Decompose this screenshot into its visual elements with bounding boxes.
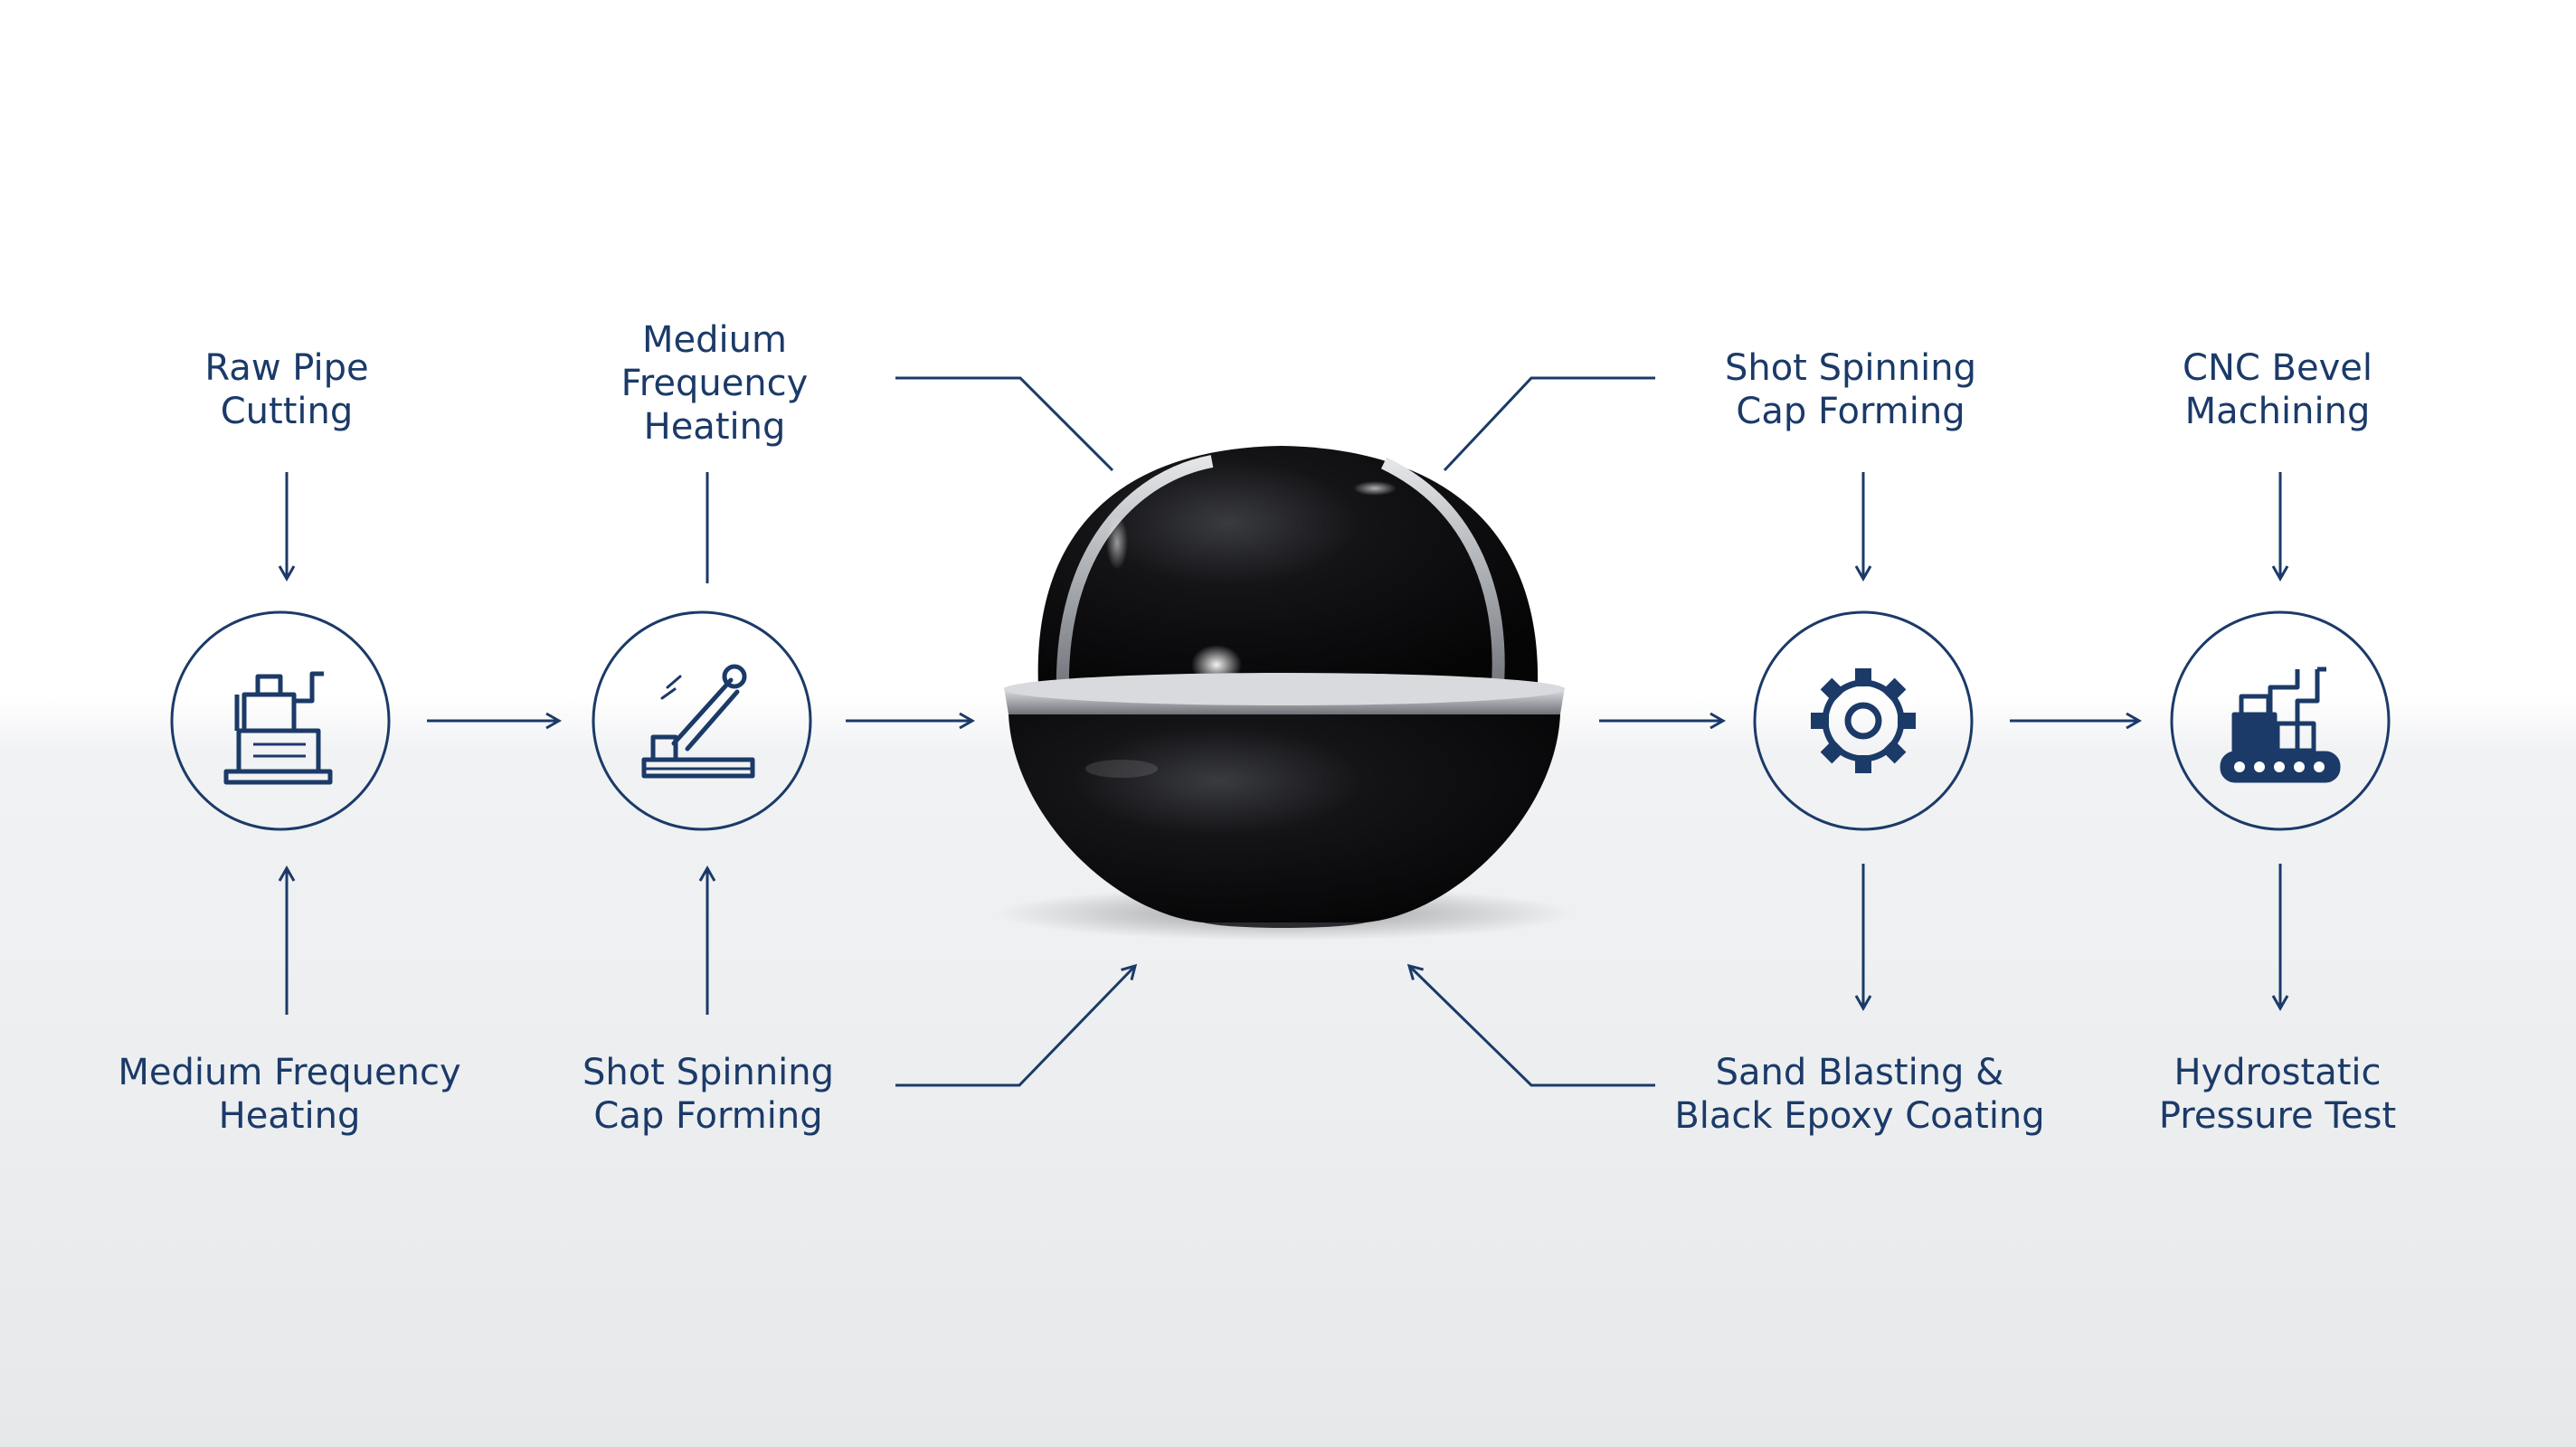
label-line: Medium Frequency xyxy=(118,1052,461,1093)
step-circle-3 xyxy=(1753,610,1974,831)
label-raw-pipe-cutting: Raw Pipe Cutting xyxy=(204,346,368,433)
gear-icon xyxy=(1811,668,1916,773)
cutting-machine-icon xyxy=(223,671,333,785)
top-arrows xyxy=(278,472,2289,583)
robotic-conveyor-icon xyxy=(2220,667,2341,783)
label-line: Shot Spinning xyxy=(582,1052,835,1093)
label-shot-spinning-cap-forming-top: Shot Spinning Cap Forming xyxy=(1725,346,1976,433)
label-line: Raw Pipe xyxy=(204,347,369,389)
leader-top-left xyxy=(895,376,1114,472)
label-line: Frequency xyxy=(620,363,809,404)
label-line: CNC Bevel xyxy=(2183,347,2372,389)
label-cnc-bevel-machining: CNC Bevel Machining xyxy=(2183,346,2372,433)
label-line: Machining xyxy=(2184,391,2371,432)
label-line: Sand Blasting & xyxy=(1715,1052,2004,1093)
label-line: Heating xyxy=(643,406,786,448)
leader-bottom-left xyxy=(895,963,1138,1087)
bottom-arrows xyxy=(278,864,2289,1015)
label-line: Cutting xyxy=(220,391,354,432)
leader-bottom-right xyxy=(1406,963,1655,1087)
label-line: Shot Spinning xyxy=(1724,347,1977,389)
label-sand-blasting-epoxy-coating: Sand Blasting & Black Epoxy Coating xyxy=(1674,1051,2044,1138)
step-circle-2 xyxy=(592,610,812,831)
step-circle-1 xyxy=(170,610,391,831)
label-line: Pressure Test xyxy=(2158,1095,2397,1137)
label-line: Black Epoxy Coating xyxy=(1674,1095,2045,1137)
pipe-cap-image xyxy=(995,446,1574,941)
step-circles xyxy=(170,610,2391,831)
label-line: Cap Forming xyxy=(593,1095,823,1137)
heating-torch-icon xyxy=(641,664,755,779)
label-line: Medium xyxy=(642,319,787,361)
leader-lines xyxy=(895,376,1655,1087)
label-shot-spinning-cap-forming-bottom: Shot Spinning Cap Forming xyxy=(582,1051,834,1138)
label-line: Cap Forming xyxy=(1736,391,1965,432)
label-line: Heating xyxy=(218,1095,361,1137)
label-medium-frequency-heating-bottom: Medium Frequency Heating xyxy=(118,1051,460,1138)
label-medium-frequency-heating-top: Medium Frequency Heating xyxy=(621,318,809,449)
label-line: Hydrostatic xyxy=(2174,1052,2382,1093)
label-hydrostatic-pressure-test: Hydrostatic Pressure Test xyxy=(2159,1051,2396,1138)
leader-top-right xyxy=(1443,376,1655,472)
step-circle-4 xyxy=(2170,610,2391,831)
